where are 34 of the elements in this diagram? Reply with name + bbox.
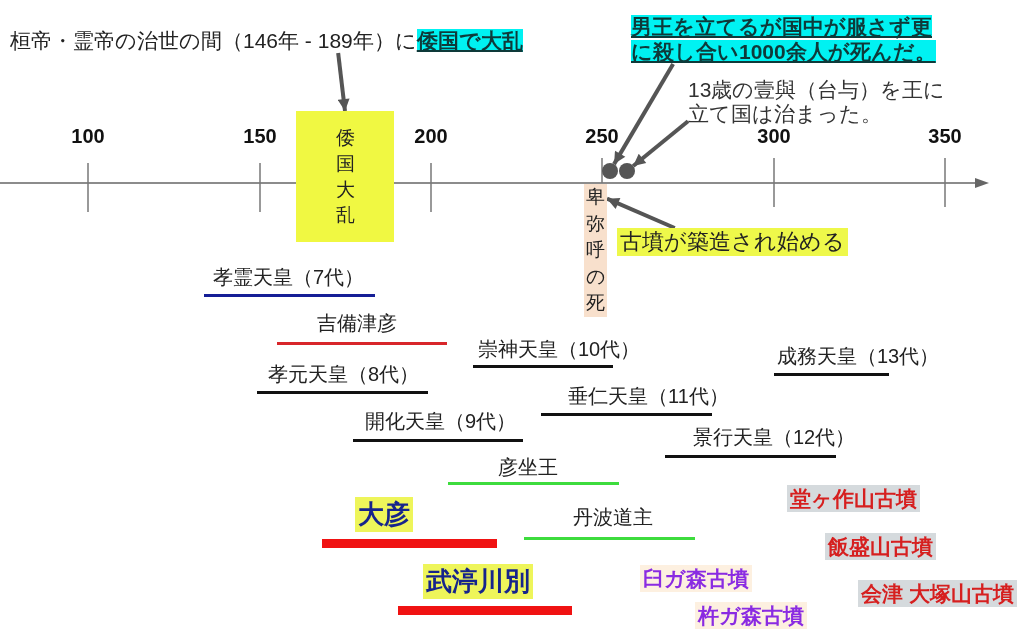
tick-label: 200	[414, 125, 448, 147]
arrow	[612, 63, 675, 166]
annotation-text: 13歳の壹與（台与）を王に立て国は治まった。	[688, 78, 953, 126]
person-name: 垂仁天皇（11代）	[568, 384, 729, 409]
person-name: 丹波道主	[573, 505, 653, 530]
tomb-name: 杵ガ森古墳	[695, 602, 807, 629]
arrow	[631, 119, 690, 168]
person-name: 大彦	[355, 497, 413, 532]
event-dot	[602, 163, 618, 179]
arrow	[606, 196, 676, 230]
tick-label: 150	[243, 125, 277, 147]
person-name: 景行天皇（12代）	[693, 425, 856, 450]
tomb-name: 飯盛山古墳	[825, 533, 936, 560]
event-label: 卑弥呼の死	[584, 184, 607, 317]
person-name: 開化天皇（9代）	[365, 409, 517, 434]
tomb-name: 会津 大塚山古墳	[858, 580, 1017, 607]
event-label: 古墳が築造され始める	[617, 228, 848, 256]
person-name: 崇神天皇（10代）	[478, 337, 641, 362]
event-text: 倭国大乱	[335, 126, 355, 228]
person-name: 吉備津彦	[317, 311, 397, 336]
tomb-name: 堂ヶ作山古墳	[787, 485, 920, 512]
tomb-name: 臼ガ森古墳	[640, 565, 752, 592]
person-name: 武渟川別	[423, 564, 533, 599]
person-name: 孝霊天皇（7代）	[213, 265, 365, 290]
tick-label: 350	[928, 125, 962, 147]
tick-label: 100	[71, 125, 105, 147]
event-box	[296, 111, 394, 242]
tick-label: 250	[585, 125, 619, 147]
person-name: 彦坐王	[498, 455, 558, 480]
arrow	[336, 52, 350, 112]
person-name: 成務天皇（13代）	[777, 344, 940, 369]
person-name: 孝元天皇（8代）	[268, 362, 420, 387]
event-dot	[619, 163, 635, 179]
tick-label: 300	[757, 125, 791, 147]
